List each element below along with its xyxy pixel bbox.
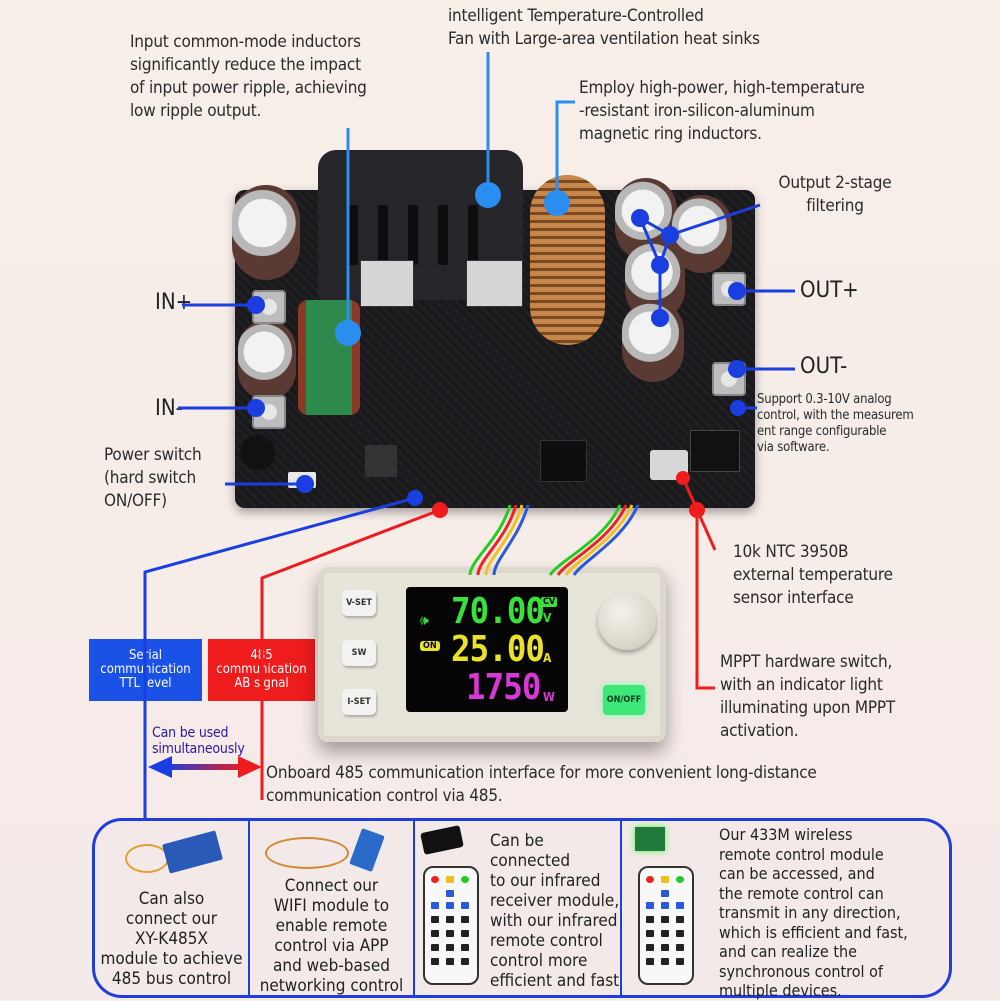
terminal-in-minus xyxy=(252,395,286,429)
module-panel: Can also connect our XY-K485X module to … xyxy=(92,818,952,1000)
ribbon-cable xyxy=(468,504,640,576)
voltage-readout: 70.00 xyxy=(451,591,545,632)
annotation-mppt: MPPT hardware switch, with an indicator … xyxy=(720,652,896,741)
mosfet-left xyxy=(360,260,414,307)
buzzer xyxy=(240,435,275,470)
wifi-module-image xyxy=(260,828,400,874)
buck-inductor xyxy=(365,445,397,477)
label-in-plus: IN+ xyxy=(155,290,193,315)
output-on-badge: ON xyxy=(420,641,440,651)
onoff-button[interactable]: ON/OFF xyxy=(603,685,645,715)
module-wifi-text: Connect our WIFI module to enable remote… xyxy=(259,876,404,996)
tag-serial-ttl: Serial communication TTL level xyxy=(89,639,202,701)
rf-remote-image xyxy=(638,866,694,985)
dip-header xyxy=(690,430,740,472)
current-unit: A xyxy=(543,651,552,665)
power-readout: 1750 xyxy=(466,667,541,708)
terminal-in-plus xyxy=(252,290,286,324)
iset-button[interactable]: I-SET xyxy=(342,689,376,715)
common-mode-inductor xyxy=(298,300,360,415)
callout-line-mppt xyxy=(695,510,715,690)
annotation-onboard-485: Onboard 485 communication interface for … xyxy=(266,763,817,806)
annotation-output-filter: Output 2-stage filtering xyxy=(778,173,892,216)
annotation-input-inductors: Input common-mode inductors significantl… xyxy=(130,32,367,121)
cv-badge: CV xyxy=(541,597,558,607)
panel-divider xyxy=(248,821,250,995)
lcd-screen: 🕪 70.00 CV V ON 25.00 A 1750 W xyxy=(406,587,568,712)
display-controller: V-SET SW I-SET 🕪 70.00 CV V ON 25.00 A 1… xyxy=(318,567,666,742)
ring-inductor xyxy=(530,175,605,345)
panel-divider xyxy=(413,821,415,995)
ir-receiver-image xyxy=(420,825,464,855)
label-out-plus: OUT+ xyxy=(800,278,859,303)
simultaneous-arrow xyxy=(148,756,262,778)
module-433m-text: Our 433M wireless remote control module … xyxy=(719,825,908,1000)
adjust-knob[interactable] xyxy=(598,592,656,650)
rf-433m-module-image xyxy=(635,827,665,851)
module-485-text: Can also connect our XY-K485X module to … xyxy=(100,889,243,989)
annotation-analog-control: Support 0.3-10V analog control, with the… xyxy=(757,392,914,455)
input-capacitor-1 xyxy=(232,185,300,280)
sw-button[interactable]: SW xyxy=(342,640,376,666)
power-unit: W xyxy=(543,690,555,704)
terminal-out-minus xyxy=(712,362,746,396)
annotation-simultaneous: Can be used simultaneously xyxy=(152,725,245,757)
input-capacitor-2 xyxy=(238,320,296,400)
annotation-fan: intelligent Temperature-Controlled Fan w… xyxy=(448,6,760,49)
vset-button[interactable]: V-SET xyxy=(342,590,376,616)
mcu-chip xyxy=(540,440,587,482)
current-readout: 25.00 xyxy=(451,629,545,670)
voltage-unit: V xyxy=(543,611,552,625)
annotation-ntc: 10k NTC 3950B external temperature senso… xyxy=(733,542,893,608)
tag-485-ab: 485 communication AB signal xyxy=(208,639,315,701)
label-out-minus: OUT- xyxy=(800,354,848,379)
power-switch[interactable] xyxy=(288,472,316,488)
output-capacitor-4 xyxy=(622,300,684,382)
panel-divider xyxy=(620,821,622,995)
mosfet-right xyxy=(466,260,523,307)
ntc-connector xyxy=(650,450,688,480)
label-in-minus: IN- xyxy=(155,396,183,421)
annotation-power-switch: Power switch (hard switch ON/OFF) xyxy=(104,445,202,511)
ir-remote-image xyxy=(423,866,479,985)
xy-k485x-module-image xyxy=(125,829,223,884)
annotation-ring-inductors: Employ high-power, high-temperature -res… xyxy=(579,78,865,144)
terminal-out-plus xyxy=(712,272,746,306)
module-ir-text: Can be connected to our infrared receive… xyxy=(490,831,620,991)
speaker-icon: 🕪 xyxy=(420,613,429,629)
